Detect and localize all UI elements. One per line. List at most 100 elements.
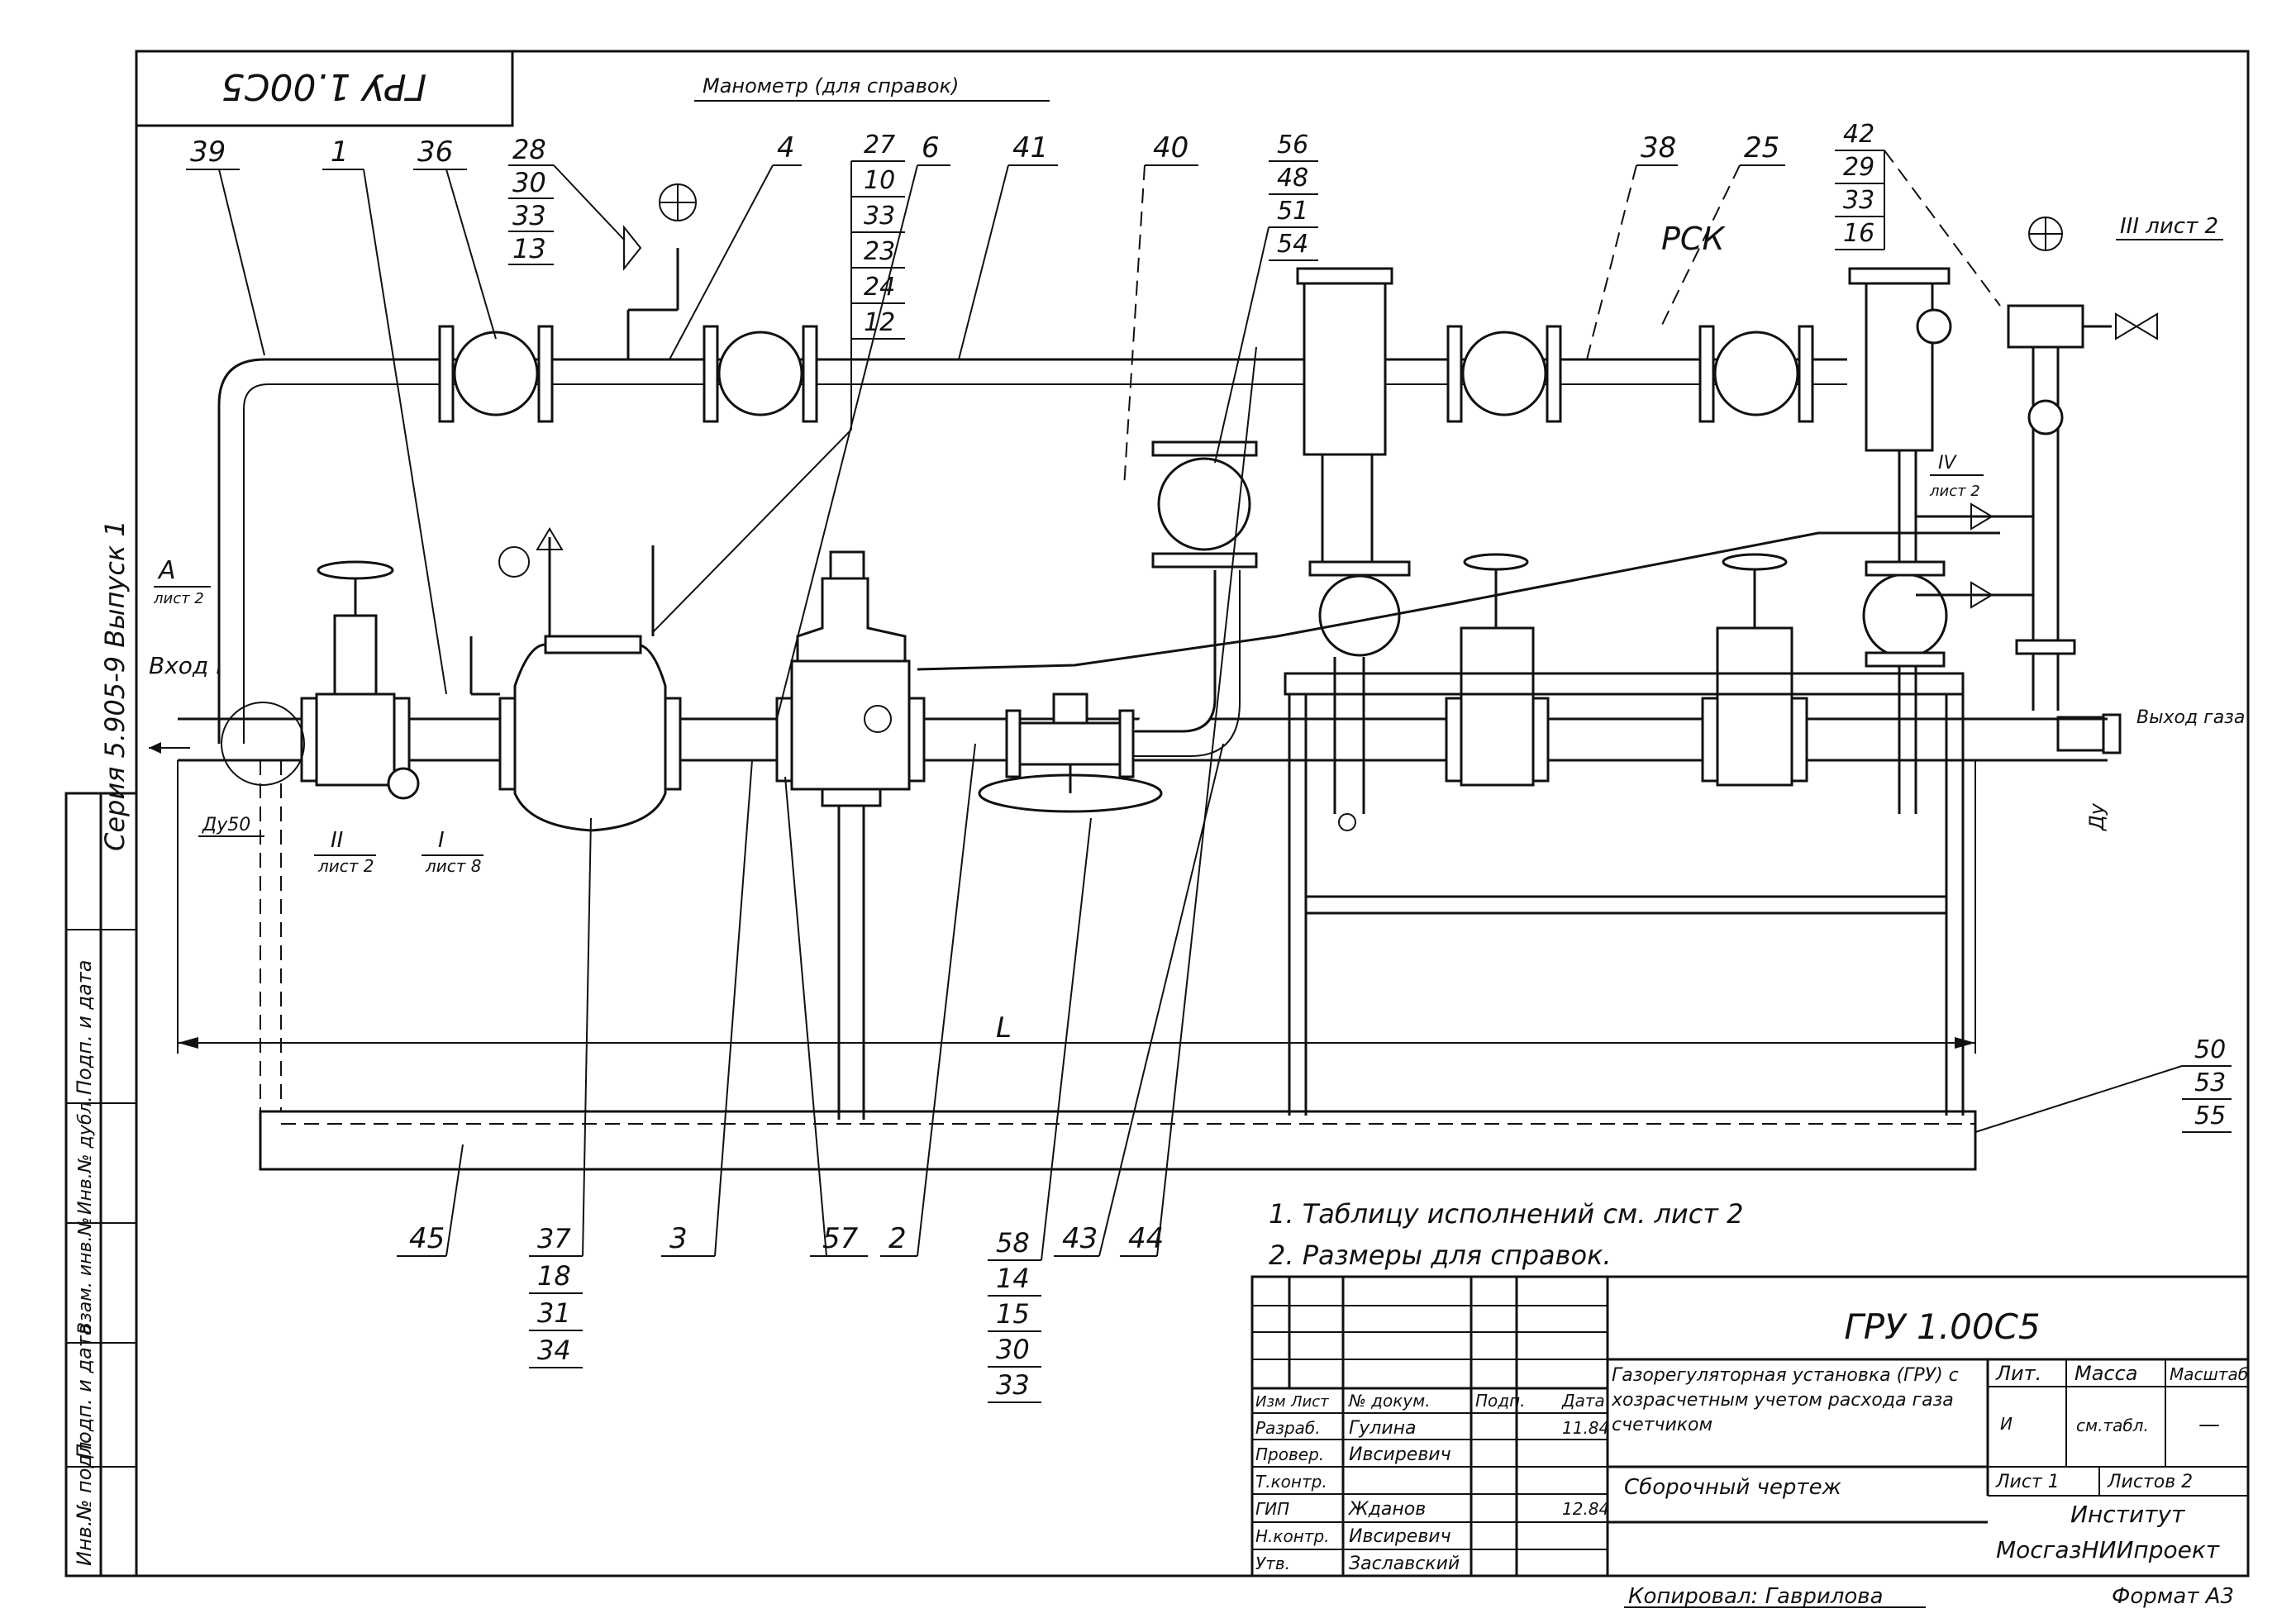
label-view-ii-sheet: лист 2: [317, 856, 374, 876]
label-stack-42-0: 42: [1843, 120, 1874, 149]
label-stack-28-0: 28: [512, 134, 546, 165]
label-stack-28-3: 13: [512, 233, 546, 264]
label-stack-37-3: 34: [537, 1335, 571, 1366]
label-callouts-top-1-text: 1: [331, 136, 349, 169]
label-stack-27-3: 23: [864, 237, 895, 266]
label-title-block-head-3: Подп.: [1475, 1391, 1526, 1411]
view-iv-marker: IV лист 2: [1929, 453, 1984, 500]
top-valve-3: [1446, 325, 1562, 423]
view-iii-marker: III лист 2: [2116, 214, 2223, 240]
callout-stack-50: 50 53 55: [1974, 1035, 2232, 1133]
label-stack-28-2: 33: [512, 200, 546, 231]
callout-stack-27: 27 10 33 23 24 12: [652, 131, 905, 633]
label-left-strip-3: Инв.№ дубл.: [75, 1096, 96, 1215]
callouts-top: 39 1 36 4 6 41 40 38 25: [186, 131, 1785, 720]
label-view-i-sheet: лист 8: [425, 856, 482, 876]
label-callouts-bottom-1-text: 3: [669, 1222, 688, 1255]
label-title-block-rows-0-name: Гулина: [1349, 1418, 1417, 1439]
label-title-block-scale-value: —: [2198, 1412, 2220, 1437]
label-callouts-bottom-0-text: 45: [409, 1222, 445, 1255]
top-valve-1: [438, 325, 554, 423]
view-ii-marker: II лист 2: [221, 702, 376, 876]
label-callouts-bottom-3-text: 2: [888, 1222, 907, 1255]
inlet-gate-valve: [300, 560, 420, 800]
label-stack-37-1: 18: [537, 1260, 571, 1292]
pressure-regulator: [775, 550, 926, 1120]
label-title-block-mass-header: Масса: [2074, 1362, 2138, 1385]
label-stack-58-2: 15: [996, 1298, 1030, 1330]
outlet-label: Выход газа: [2136, 707, 2245, 728]
top-valve-4: [1698, 325, 1814, 423]
note-2: 2. Размеры для справок.: [1269, 1240, 1612, 1271]
callout-43: 43: [1062, 1222, 1098, 1255]
bypass-pipeline: [217, 183, 1847, 744]
callout-stack-37: 37 18 31 34: [529, 817, 592, 1368]
label-stack-28-1: 30: [512, 167, 546, 198]
label-stack-50-2: 55: [2194, 1102, 2226, 1130]
label-callouts-top-3-text: 4: [777, 131, 795, 164]
filter-body: [1303, 271, 1387, 456]
label-stack-42-1: 29: [1843, 153, 1874, 182]
label-callouts-top-5-text: 41: [1012, 131, 1048, 164]
label-stack-27-0: 27: [864, 131, 895, 159]
label-title-block-rows-5-role: Утв.: [1255, 1554, 1290, 1573]
left-stamp-strip: Инв.№ подл. Подп. и дата Взам. инв.№ Инв…: [64, 792, 138, 1578]
downstream-gate-valve-2: [1701, 553, 1808, 787]
label-title-block-rows-1-name: Ивсиревич: [1349, 1444, 1451, 1465]
label-view-iv-sheet: лист 2: [1929, 483, 1980, 500]
label-stack-56-1: 48: [1277, 164, 1308, 193]
label-callouts-top-6-text: 40: [1153, 131, 1188, 164]
callout-stack-28: 28 30 33 13: [508, 134, 625, 265]
label-callouts-bottom-2-text: 57: [822, 1222, 859, 1255]
callout-stack-42: 42 29 33 16: [1835, 120, 2001, 307]
label-view-a-letter: А: [157, 556, 176, 585]
title-block-description: Газорегуляторная установка (ГРУ) с хозра…: [1612, 1365, 1959, 1435]
main-pipeline: [178, 440, 2108, 1120]
label-stack-58-4: 33: [996, 1369, 1030, 1401]
note-1: 1. Таблицу исполнений см. лист 2: [1269, 1198, 1743, 1230]
title-block-code: ГРУ 1.00С5: [1844, 1306, 2040, 1347]
handwritten-rsk: РСК: [1661, 221, 1726, 257]
stamp-code: ГРУ 1.00С5: [222, 65, 427, 107]
copied-by: Копировал: Гаврилова: [1628, 1584, 1884, 1609]
label-title-block-head-4: Дата: [1561, 1391, 1605, 1411]
label-title-block-rows-3-role: ГИП: [1255, 1499, 1289, 1519]
label-stack-50-1: 53: [2194, 1068, 2226, 1097]
label-title-block-rows-0-date: 11.84: [1562, 1418, 1609, 1438]
label-title-block-rows-4-role: Н.контр.: [1255, 1526, 1330, 1546]
label-stack-27-1: 10: [864, 166, 895, 195]
format-label: Формат А3: [2112, 1584, 2234, 1609]
notes: 1. Таблицу исполнений см. лист 2 2. Разм…: [1269, 1198, 1743, 1271]
label-stack-42-2: 33: [1843, 186, 1874, 215]
label-title-block-lit-header: Лит.: [1995, 1362, 2041, 1385]
label-stack-50-0: 50: [2194, 1035, 2226, 1064]
callouts-bottom: 45 3 57 2 44: [397, 346, 1257, 1257]
label-view-i-numeral: I: [438, 828, 445, 853]
label-stack-37-2: 31: [537, 1297, 571, 1329]
series-label: Серия 5.905-9 Выпуск 1: [99, 520, 131, 851]
label-stack-56-3: 54: [1277, 230, 1308, 259]
label-stack-58-1: 14: [996, 1263, 1030, 1294]
right-column: [1848, 217, 2158, 814]
label-callouts-top-7-text: 38: [1641, 131, 1676, 164]
label-title-block-rows-1-role: Провер.: [1255, 1444, 1324, 1464]
label-title-block-rows-3-name: Жданов: [1347, 1499, 1426, 1520]
label-stack-27-5: 12: [864, 308, 895, 337]
label-title-block-head-2: № докум.: [1348, 1391, 1431, 1411]
drawing-type: Сборочный чертеж: [1624, 1475, 1842, 1500]
label-stack-58-0: 58: [996, 1227, 1030, 1259]
label-title-block-scale-header: Масштаб: [2170, 1364, 2248, 1384]
rotated-stamp: ГРУ 1.00С5: [135, 50, 514, 127]
label-title-block-lit-value: И: [2000, 1414, 2013, 1434]
label-stack-56-2: 51: [1277, 197, 1308, 226]
label-view-iv-numeral: IV: [1938, 453, 1957, 474]
gas-filter: [469, 527, 682, 832]
label-title-block-institute-line1: Институт: [2070, 1501, 2185, 1528]
label-left-strip-1: Подп. и дата: [73, 1324, 96, 1459]
title-block: Изм Лист № докум. Подп. Дата Разраб. Гул…: [1250, 1275, 2250, 1578]
label-view-iii: III лист 2: [2120, 214, 2218, 239]
view-i-marker: I лист 8: [422, 828, 483, 876]
dimension-line-l: L: [177, 760, 1976, 1054]
callout-stack-56: 56 48 51 54: [1214, 131, 1318, 464]
